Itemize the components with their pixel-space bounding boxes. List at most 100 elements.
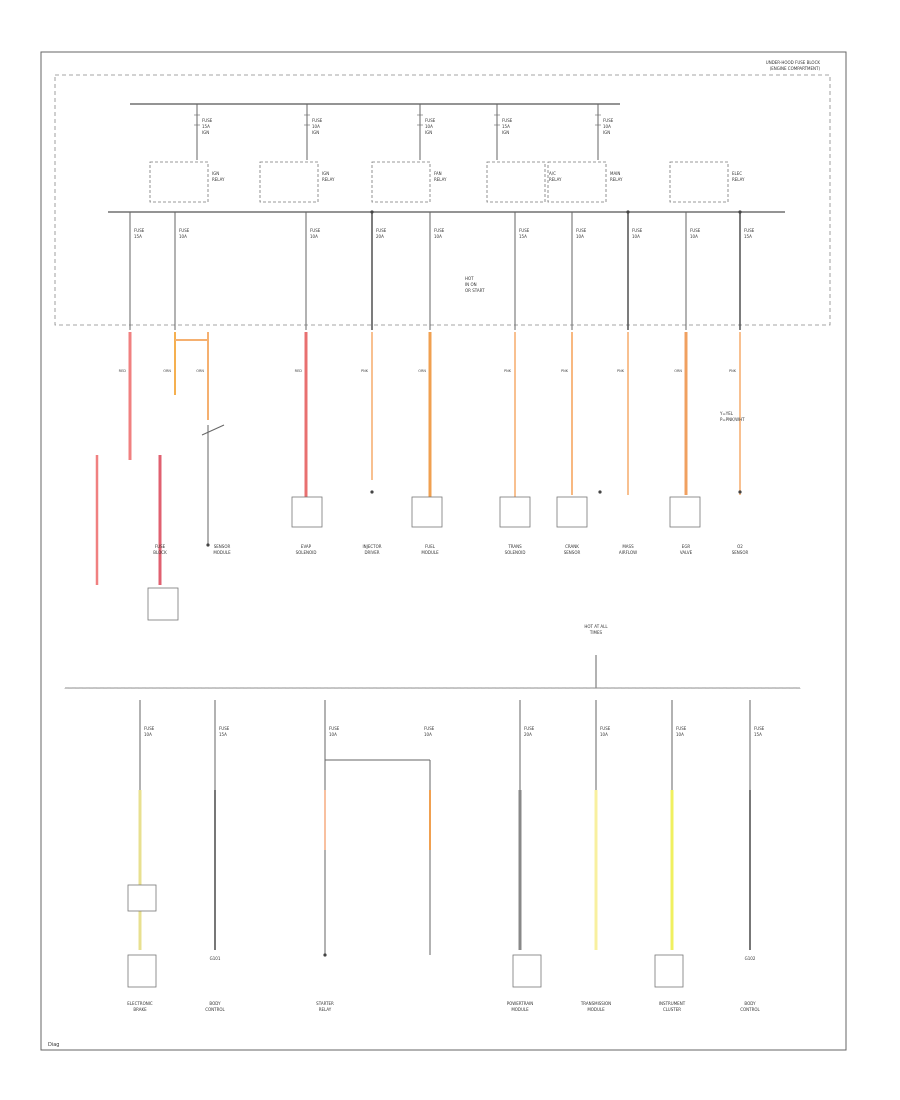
- connector-pin: [370, 490, 374, 494]
- upper-component-label: BLOCK: [153, 550, 167, 555]
- lower-component-label: MODULE: [587, 1007, 605, 1012]
- bus-tap-label: FUSE: [179, 228, 190, 233]
- header-line-2: (ENGINE COMPARTMENT): [770, 66, 821, 71]
- upper-component-label: AIRFLOW: [619, 550, 637, 555]
- component-box: [127, 884, 157, 912]
- lower-fuse-label: FUSE: [144, 726, 155, 731]
- component-box: [411, 496, 443, 528]
- lower-component-label: ELECTRONIC: [127, 1001, 153, 1006]
- center-note: IN ON: [465, 282, 477, 287]
- bus-tap-label: FUSE: [632, 228, 643, 233]
- top-fuse-label: 15A: [502, 124, 510, 129]
- relay-label: RELAY: [322, 177, 335, 182]
- bus-tap-label: 10A: [576, 234, 584, 239]
- color-legend: P=PNK/WHT: [720, 417, 745, 422]
- upper-component-label: O2: [737, 544, 743, 549]
- lower-fuse-label: FUSE: [754, 726, 765, 731]
- bus-tap-label: 10A: [179, 234, 187, 239]
- upper-component-label: EVAP: [301, 544, 312, 549]
- wire-color-label: ORN: [674, 369, 682, 373]
- bus-tap-label: FUSE: [690, 228, 701, 233]
- relay-label: RELAY: [212, 177, 225, 182]
- lower-fuse-label: 10A: [600, 732, 608, 737]
- wire-color-label: PNK: [504, 369, 512, 373]
- lower-fuse-label: FUSE: [524, 726, 535, 731]
- upper-component-label: DRIVER: [364, 550, 379, 555]
- upper-component-label: SENSOR: [214, 544, 231, 549]
- relay-box: [486, 161, 546, 203]
- lower-component-label: POWERTRAIN: [507, 1001, 534, 1006]
- upper-component-label: EGR: [682, 544, 691, 549]
- wiring-layer: [64, 103, 801, 988]
- lower-component-label: BRAKE: [133, 1007, 147, 1012]
- bus-tap-label: 15A: [519, 234, 527, 239]
- upper-component-label: VALVE: [680, 550, 693, 555]
- top-fuse-label: 10A: [425, 124, 433, 129]
- top-fuse-label: IGN: [603, 130, 610, 135]
- wire-color-label: ORN: [163, 369, 171, 373]
- lower-fuse-label: 10A: [329, 732, 337, 737]
- upper-component-label: CRANK: [565, 544, 579, 549]
- lower-fuse-label: FUSE: [219, 726, 230, 731]
- lower-component-label: MODULE: [511, 1007, 529, 1012]
- lower-fuse-label: 20A: [524, 732, 532, 737]
- upper-component-label: MODULE: [213, 550, 231, 555]
- bus-tap-label: FUSE: [310, 228, 321, 233]
- lower-fuse-label: 15A: [754, 732, 762, 737]
- label-layer: FUSE15AIGNFUSE10AIGNFUSE10AIGNFUSE15AIGN…: [119, 118, 765, 1012]
- upper-component-label: SENSOR: [564, 550, 581, 555]
- wire-color-label: PNK: [729, 369, 737, 373]
- bus-tap-label: 10A: [434, 234, 442, 239]
- relay-label: RELAY: [549, 177, 562, 182]
- top-fuse-label: IGN: [312, 130, 319, 135]
- lower-fuse-label: FUSE: [329, 726, 340, 731]
- relay-label: RELAY: [434, 177, 447, 182]
- upper-component-label: FUEL: [425, 544, 436, 549]
- lower-fuse-label: 10A: [424, 732, 432, 737]
- component-box: [127, 954, 157, 988]
- bus-tap-label: 10A: [690, 234, 698, 239]
- connector-pin: [738, 490, 742, 494]
- wire-color-label: ORN: [418, 369, 426, 373]
- lower-component-label: TRANSMISSION: [580, 1001, 611, 1006]
- upper-component-label: MODULE: [421, 550, 439, 555]
- hot-at-all-times-label: HOT AT ALL: [584, 624, 608, 629]
- footer-code: Diag: [48, 1042, 59, 1048]
- lower-fuse-label: FUSE: [424, 726, 435, 731]
- wire-color-label: RED: [295, 369, 303, 373]
- upper-component-label: TRANS: [507, 544, 522, 549]
- top-fuse-label: FUSE: [603, 118, 614, 123]
- lower-component-label: CONTROL: [740, 1007, 760, 1012]
- component-box: [499, 496, 531, 528]
- wire-color-label: PNK: [617, 369, 625, 373]
- lower-fuse-label: 10A: [144, 732, 152, 737]
- relay-box: [669, 161, 729, 203]
- center-note: OR START: [465, 288, 485, 293]
- relay-box: [547, 161, 607, 203]
- center-note: HOT: [465, 276, 474, 281]
- wire-color-label: PNK: [561, 369, 569, 373]
- lower-component-label: INSTRUMENT: [659, 1001, 686, 1006]
- relay-label: FAN: [434, 171, 442, 176]
- lower-fuse-label: 15A: [219, 732, 227, 737]
- bus-tap-label: FUSE: [376, 228, 387, 233]
- wire-color-label: PNK: [361, 369, 369, 373]
- relay-label: A/C: [549, 171, 556, 176]
- upper-component-label: SOLENOID: [296, 550, 317, 555]
- ground-point: [206, 543, 210, 547]
- top-fuse-label: FUSE: [202, 118, 213, 123]
- top-fuse-label: 10A: [312, 124, 320, 129]
- top-fuse-label: 15A: [202, 124, 210, 129]
- bus-tap-label: FUSE: [434, 228, 445, 233]
- outer-frame: [40, 51, 847, 1051]
- lower-component-label: CONTROL: [205, 1007, 225, 1012]
- upper-component-label: SOLENOID: [505, 550, 526, 555]
- top-fuse-label: FUSE: [502, 118, 513, 123]
- relay-label: IGN: [322, 171, 329, 176]
- top-fuse-label: IGN: [202, 130, 209, 135]
- top-fuse-label: FUSE: [312, 118, 323, 123]
- header-line-1: UNDER-HOOD FUSE BLOCK: [766, 60, 821, 65]
- lower-fuse-label: FUSE: [676, 726, 687, 731]
- lower-fuse-label: FUSE: [600, 726, 611, 731]
- fuse-block-boundary: [54, 74, 831, 326]
